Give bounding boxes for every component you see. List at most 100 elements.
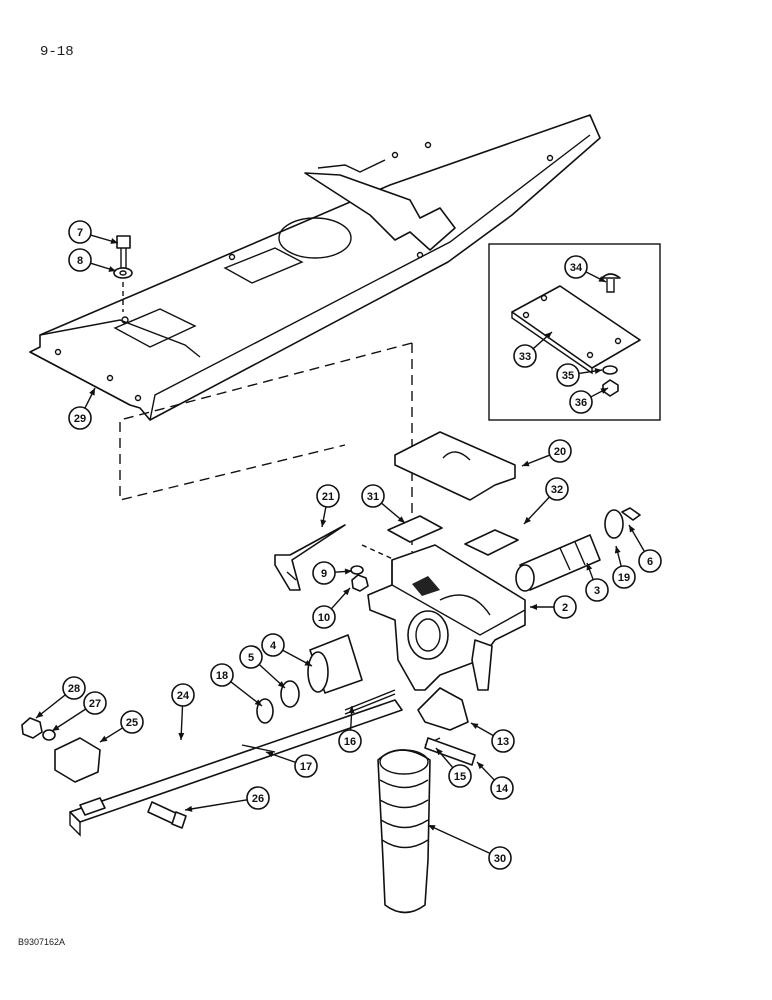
- phantom-line-nut: [361, 544, 396, 561]
- callout-30: 30: [427, 824, 512, 870]
- callout-circle: [548, 439, 572, 463]
- callout-circle: [564, 255, 588, 279]
- callout-25: 25: [99, 710, 144, 743]
- callout-14: 14: [476, 761, 514, 800]
- callout-9: 9: [312, 561, 353, 585]
- leader-arrowhead: [530, 604, 537, 610]
- leader-arrowhead: [600, 388, 608, 394]
- callout-5: 5: [239, 645, 286, 689]
- callout-number: 9: [321, 568, 327, 580]
- leader-arrowhead: [343, 588, 350, 596]
- callout-number: 30: [494, 853, 506, 865]
- callout-number: 32: [551, 484, 563, 496]
- callout-circle: [361, 484, 385, 508]
- callout-circle: [490, 776, 514, 800]
- callout-circle: [612, 565, 636, 589]
- leader-arrowhead: [266, 751, 274, 758]
- leader-arrowhead: [436, 748, 443, 756]
- leader-arrowhead: [277, 681, 285, 688]
- leader-arrowhead: [348, 706, 355, 714]
- callout-circle: [316, 484, 340, 508]
- callout-10: 10: [312, 587, 351, 629]
- callout-7: 7: [68, 220, 119, 244]
- callout-27: 27: [51, 691, 107, 732]
- leader-arrowhead: [254, 699, 262, 706]
- callout-circle: [68, 220, 92, 244]
- shim-32: [464, 529, 519, 556]
- callout-number: 28: [68, 683, 80, 695]
- leader-arrowhead: [522, 460, 530, 467]
- callout-number: 17: [300, 761, 312, 773]
- leader-arrowhead: [89, 388, 95, 396]
- callout-number: 14: [496, 783, 509, 795]
- callout-circle: [513, 344, 537, 368]
- callout-number: 24: [177, 690, 190, 702]
- lockwasher-35: [602, 365, 618, 375]
- callout-number: 29: [74, 413, 86, 425]
- leader-arrowhead: [477, 762, 485, 770]
- callout-number: 5: [248, 652, 254, 664]
- cover-20: [394, 431, 516, 501]
- callout-6: 6: [628, 524, 662, 573]
- callout-number: 7: [77, 227, 83, 239]
- tube-24: [69, 699, 403, 837]
- callout-circle: [491, 729, 515, 753]
- carriage-bolt-34: [601, 273, 621, 293]
- callout-circle: [68, 248, 92, 272]
- leader-arrowhead: [344, 568, 352, 575]
- boot-30: [377, 749, 431, 914]
- leader-line: [427, 824, 491, 855]
- callout-19: 19: [612, 545, 636, 589]
- gearbox-housing-2: [367, 544, 526, 691]
- figure-code: B9307162A: [18, 937, 66, 947]
- callout-number: 21: [322, 491, 334, 503]
- callout-20: 20: [521, 439, 572, 467]
- callout-circle: [545, 477, 569, 501]
- callout-17: 17: [265, 751, 318, 778]
- callout-number: 2: [562, 602, 568, 614]
- callout-circle: [68, 406, 92, 430]
- bracket-25: [54, 737, 101, 783]
- callout-circle: [569, 390, 593, 414]
- callout-4: 4: [261, 633, 313, 667]
- callout-number: 3: [594, 585, 600, 597]
- leader-arrowhead: [598, 276, 606, 282]
- callout-circle: [312, 605, 336, 629]
- callout-number: 35: [562, 370, 574, 382]
- callout-18: 18: [210, 663, 263, 707]
- callout-circle: [585, 578, 609, 602]
- leader-arrowhead: [320, 519, 327, 527]
- washer-8: [113, 267, 133, 279]
- callout-15: 15: [435, 747, 472, 788]
- clamp-13: [417, 687, 469, 731]
- bracket-21: [274, 524, 346, 591]
- callout-circle: [312, 561, 336, 585]
- key-6: [621, 507, 641, 521]
- callout-28: 28: [35, 676, 86, 719]
- callout-number: 27: [89, 698, 101, 710]
- leader-arrowhead: [471, 723, 479, 730]
- leader-arrowhead: [586, 563, 593, 571]
- bolt-7: [116, 235, 131, 269]
- leader-arrowhead: [524, 516, 531, 524]
- callout-circle: [210, 663, 234, 687]
- leader-arrowhead: [110, 238, 118, 244]
- callout-number: 10: [318, 612, 330, 624]
- callout-circle: [83, 691, 107, 715]
- leader-arrowhead: [185, 805, 193, 812]
- cover-plate-inset-box: [488, 243, 661, 421]
- leader-arrowhead: [178, 732, 185, 740]
- leader-arrowhead: [304, 660, 312, 666]
- callout-circle: [338, 729, 362, 753]
- callout-34: 34: [564, 255, 607, 283]
- leader-arrowhead: [100, 735, 108, 742]
- callout-number: 20: [554, 446, 566, 458]
- nut-36: [602, 379, 619, 397]
- callout-2: 2: [530, 595, 577, 619]
- callout-number: 34: [570, 262, 583, 274]
- leader-line: [184, 799, 248, 811]
- callout-26: 26: [184, 786, 270, 812]
- collar-4: [307, 634, 363, 694]
- callout-circle: [556, 363, 580, 387]
